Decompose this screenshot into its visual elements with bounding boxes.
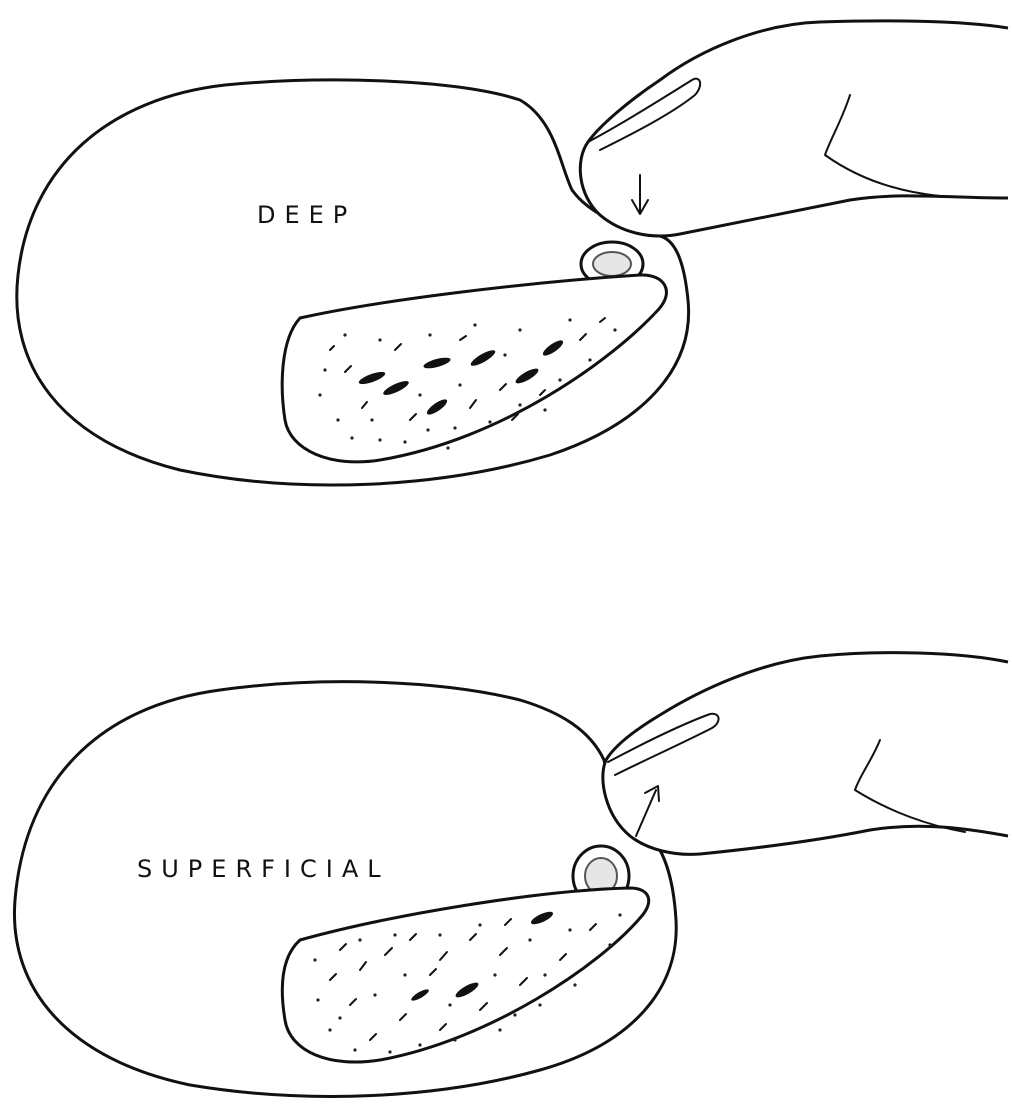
panel-superficial: SUPERFICIAL [14, 653, 1008, 1097]
finger-superficial [603, 653, 1008, 855]
label-superficial: SUPERFICIAL [137, 855, 390, 883]
label-deep: DEEP [257, 201, 356, 229]
finger-deep [580, 21, 1008, 236]
panel-deep: DEEP [17, 21, 1008, 485]
